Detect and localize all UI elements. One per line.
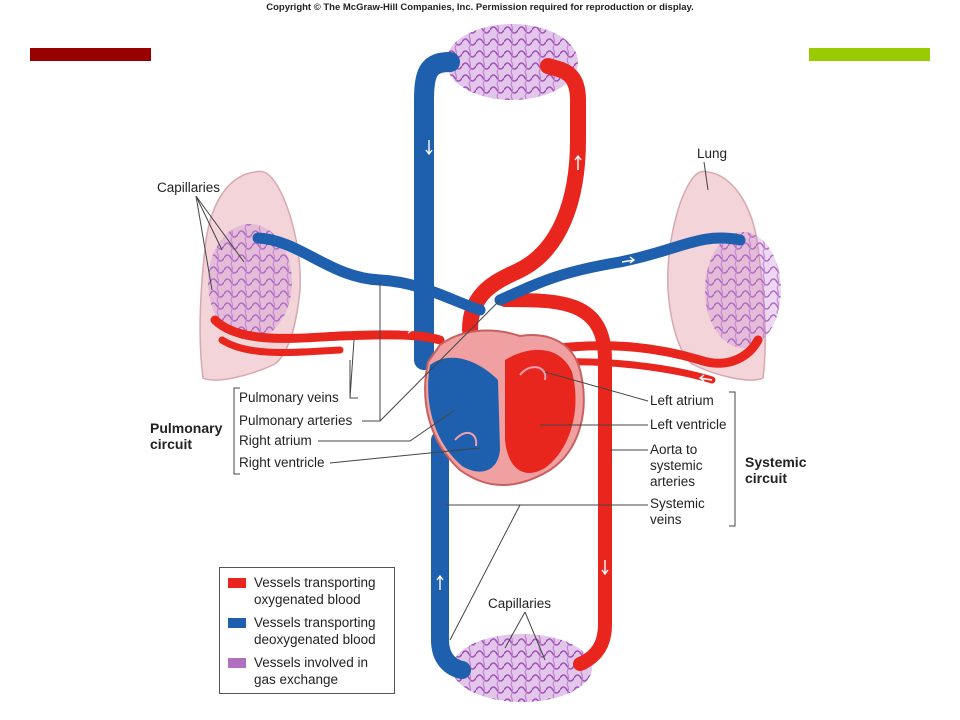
label-systemic-circuit-line1: Systemic [745,454,807,470]
legend-swatch-red [228,578,246,588]
label-right-atrium: Right atrium [239,433,312,448]
label-pulmonary-circuit-line2: circuit [150,436,193,452]
label-pulmonary-veins: Pulmonary veins [239,390,339,405]
legend-swatch-purple [228,658,246,668]
superior-vena-cava [414,52,460,370]
left-lung-capillary-bed [208,224,292,340]
left-heart-chambers [505,349,576,473]
label-lung: Lung [697,146,728,161]
legend: Vessels transporting oxygenated blood Ve… [219,567,395,694]
legend-item-gas-exchange: Vessels involved in gas exchange [228,654,368,688]
legend-swatch-blue [228,618,246,628]
label-systemic-veins-line2: veins [650,512,682,527]
pulmonary-veins-left [210,315,445,345]
header-accent-bar-left [30,48,151,61]
inferior-vena-cava [431,431,471,679]
right-heart-chambers [428,357,500,472]
label-left-ventricle: Left ventricle [650,417,727,432]
label-systemic-veins-line1: Systemic [650,496,705,511]
label-aorta-line1: Aorta to [650,442,698,457]
label-pulmonary-circuit-line1: Pulmonary [150,420,223,436]
label-pulmonary-arteries: Pulmonary arteries [239,413,353,428]
legend-text: oxygenated blood [254,592,361,607]
label-left-atrium: Left atrium [650,393,714,408]
legend-text: gas exchange [254,672,339,687]
right-lung-capillary-bed [705,232,781,348]
copyright-notice: Copyright © The McGraw-Hill Companies, I… [266,2,694,13]
legend-item-oxygenated: Vessels transporting oxygenated blood [228,574,376,608]
legend-text: Vessels involved in [254,655,369,670]
pulmonary-veins-right [535,335,763,368]
label-capillaries-lung: Capillaries [157,180,221,195]
legend-item-deoxygenated: Vessels transporting deoxygenated blood [228,614,376,648]
pulmonary-artery-left [252,232,486,316]
label-right-ventricle: Right ventricle [239,455,325,470]
aorta-ascending [462,58,586,338]
header-accent-bar-right [809,48,930,61]
legend-text: Vessels transporting [254,615,376,630]
label-aorta-line2: systemic [650,458,703,473]
label-capillaries-systemic: Capillaries [488,596,552,611]
legend-text: Vessels transporting [254,575,376,590]
legend-text: deoxygenated blood [254,632,376,647]
label-aorta-line3: arteries [650,474,696,489]
label-systemic-circuit-line2: circuit [745,470,788,486]
pulmonary-artery-right [494,232,746,306]
